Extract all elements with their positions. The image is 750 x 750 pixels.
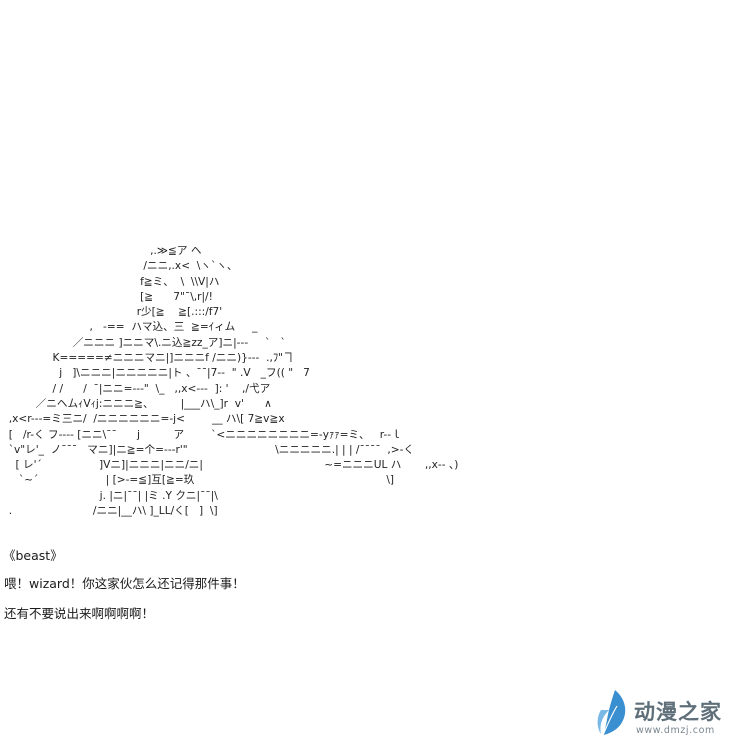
feather-logo-icon: [597, 690, 626, 736]
dialogue-line-2: 还有不要说出来啊啊啊啊！: [4, 606, 155, 621]
ascii-art-illustration: ,.≫≦ア ヘ /ニニ,.x< \ヽ`ヽ、 f≧ミ、 \ \\V|ハ [≧ 7"…: [8, 245, 459, 518]
watermark-site-name: 动漫之家: [634, 700, 722, 724]
watermark: 动漫之家 www.dmzj.com: [595, 688, 745, 740]
dialogue-line-1: 喂！wizard！你这家伙怎么还记得那件事！: [4, 576, 245, 591]
watermark-url: www.dmzj.com: [636, 725, 715, 736]
speaker-name: 《beast》: [3, 548, 63, 563]
